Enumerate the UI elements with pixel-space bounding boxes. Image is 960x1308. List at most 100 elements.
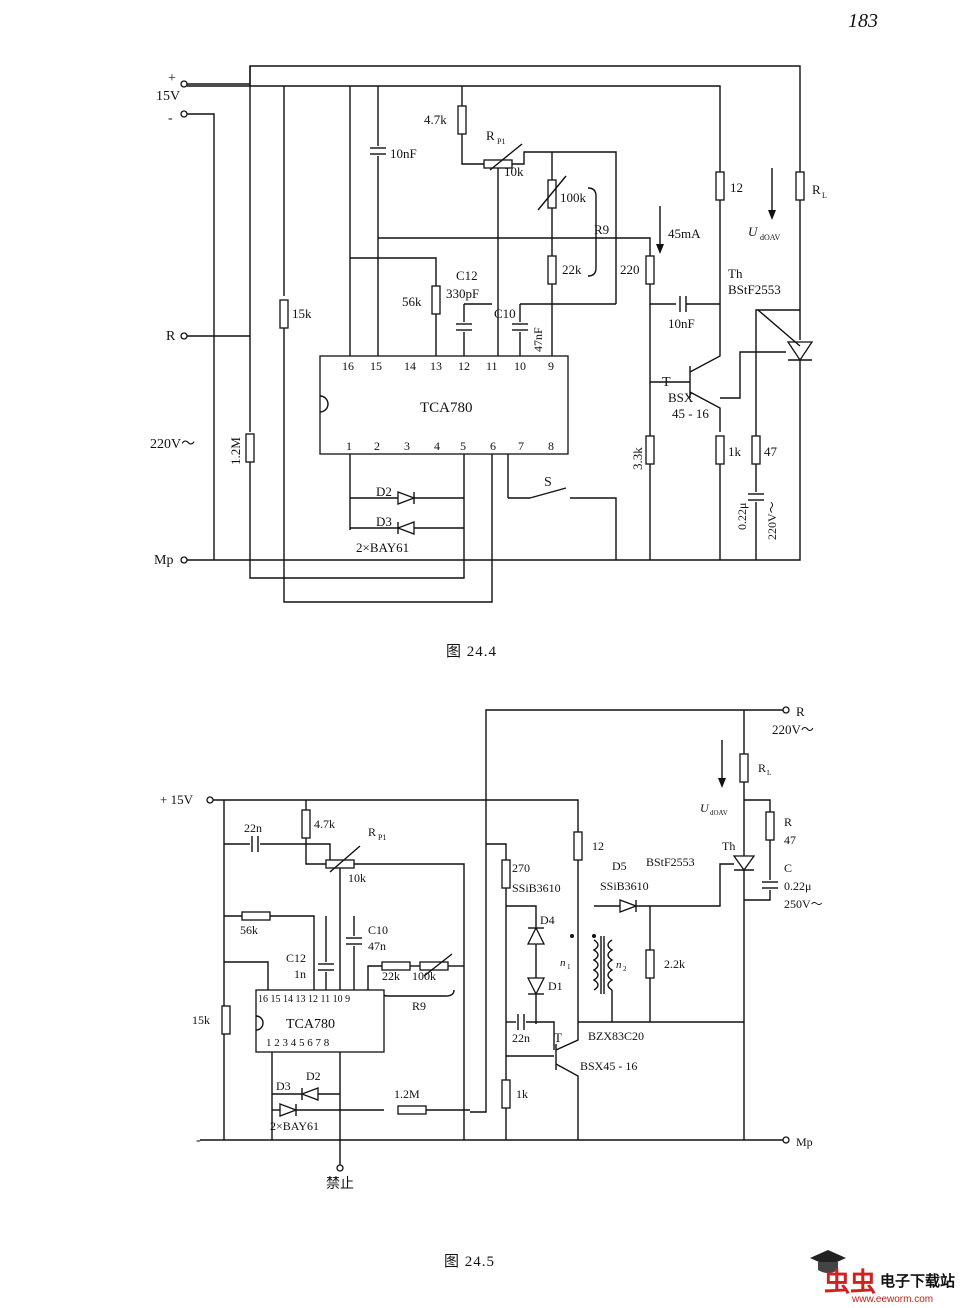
f1-r-terminal: R (166, 329, 176, 344)
f1-pin: 11 (486, 359, 498, 373)
f2-ic-pins-bottom: 1 2 3 4 5 6 7 8 (266, 1037, 330, 1049)
f1-r9: R9 (594, 222, 609, 237)
f1-minus: - (168, 111, 173, 126)
f2-r-47: 47 (784, 833, 796, 847)
f1-pin: 9 (548, 359, 554, 373)
f1-pin: 13 (430, 359, 442, 373)
f2-th-type: BStF2553 (646, 855, 695, 869)
f2-d1: D1 (548, 979, 563, 993)
f1-r-100k: 100k (560, 190, 587, 205)
f1-ac2: 220V～ (765, 501, 779, 540)
f1-pin: 2 (374, 439, 380, 453)
watermark-url: www.eeworm.com (852, 1294, 934, 1305)
f1-c12: C12 (456, 268, 478, 283)
f1-c-022: 0.22μ (735, 503, 749, 530)
f1-r-15k: 15k (292, 306, 312, 321)
f1-pin: 16 (342, 359, 354, 373)
watermark-site-name: 电子下载站 (880, 1273, 956, 1290)
f2-zener: BZX83C20 (588, 1029, 644, 1043)
f2-c: C (784, 861, 792, 875)
f1-c-10nf-b: 10nF (668, 316, 695, 331)
f2-rl: R (758, 761, 766, 775)
f2-mp: Mp (796, 1135, 813, 1149)
f1-d3: D3 (376, 514, 392, 529)
f2-c12: C12 (286, 951, 306, 965)
f1-t-type2: 45 - 16 (672, 406, 709, 421)
f2-r-4-7k: 4.7k (314, 817, 335, 831)
f1-th-type: BStF2553 (728, 282, 781, 297)
f2-c-022: 0.22μ (784, 879, 811, 893)
f1-udav: U (748, 224, 759, 239)
f2-r-1k: 1k (516, 1087, 528, 1101)
f1-rp1-val: 10k (504, 164, 524, 179)
f2-r-22k: 22k (382, 969, 400, 983)
figure-caption-24-5: 图 24.5 (444, 1254, 496, 1270)
f2-c12-val: 1n (294, 967, 306, 981)
f1-r-1-2m: 1.2M (228, 437, 243, 465)
f1-udav-sub: dOAV (760, 233, 781, 242)
f2-udav-sub: dOAV (710, 809, 728, 817)
f2-t-type: BSX45 - 16 (580, 1059, 637, 1073)
watermark-logo: 虫虫 (824, 1267, 877, 1297)
f1-pin: 14 (404, 359, 416, 373)
f1-t: T (662, 375, 671, 390)
f2-supply: + 15V (160, 792, 194, 807)
f2-udav: U (700, 801, 710, 815)
f1-pin: 10 (514, 359, 526, 373)
f2-r-1-2m: 1.2M (394, 1087, 420, 1101)
f1-pin: 7 (518, 439, 524, 453)
f1-pin: 6 (490, 439, 496, 453)
f1-plus: + (168, 71, 176, 86)
figure-caption-24-4: 图 24.4 (446, 644, 498, 660)
f1-c-10nf: 10nF (390, 146, 417, 161)
f1-pin: 12 (458, 359, 470, 373)
f1-r-1k: 1k (728, 444, 742, 459)
f1-r-4-7k: 4.7k (424, 112, 447, 127)
f1-d2: D2 (376, 484, 392, 499)
f1-rl: R (812, 182, 821, 197)
f2-ic-pins-top: 16 15 14 13 12 11 10 9 (258, 994, 350, 1005)
f1-r-47: 47 (764, 444, 778, 459)
f1-ic-name: TCA780 (420, 400, 473, 416)
f1-pin: 8 (548, 439, 554, 453)
f2-r-15k: 15k (192, 1013, 210, 1027)
f2-diodes: 2×BAY61 (270, 1119, 319, 1133)
f1-ac: 220V～ (150, 437, 195, 452)
f1-rl-sub: L (822, 191, 827, 200)
f1-pin: 1 (346, 439, 352, 453)
f2-d4-type: SSiB3610 (512, 881, 561, 895)
f2-r-56k: 56k (240, 923, 258, 937)
f1-r-56k: 56k (402, 294, 422, 309)
f2-minus: - (196, 1133, 201, 1148)
f2-c-250v: 250V～ (784, 897, 823, 911)
f1-rp1-sub: P1 (497, 137, 505, 146)
f2-d4: D4 (540, 913, 555, 927)
f2-r-12: 12 (592, 839, 604, 853)
f2-r-terminal: R (796, 704, 805, 719)
f2-inhibit: 禁止 (326, 1176, 354, 1192)
figure-24-4 (180, 65, 814, 603)
f1-supply: 15V (156, 89, 180, 104)
f2-c10-val: 47n (368, 939, 386, 953)
f2-d3: D3 (276, 1079, 291, 1093)
f2-th: Th (722, 839, 735, 853)
f2-n2: n (616, 959, 622, 971)
f2-t: T (554, 1030, 562, 1045)
f2-n1-sub: 1 (567, 963, 571, 971)
f1-switch: S (544, 475, 552, 490)
f1-r-220: 220 (620, 262, 640, 277)
f2-c-22n-b: 22n (512, 1031, 530, 1045)
f2-r-270: 270 (512, 861, 530, 875)
f1-pin: 15 (370, 359, 382, 373)
f1-t-type1: BSX (668, 390, 694, 405)
f2-d5-type: SSiB3610 (600, 879, 649, 893)
f2-n1: n (560, 957, 566, 969)
f2-ac: 220V～ (772, 722, 814, 737)
f1-i-45ma: 45mA (668, 226, 701, 241)
figure-24-5 (200, 706, 790, 1172)
f1-r-12: 12 (730, 180, 743, 195)
f2-rp1: R (368, 825, 376, 839)
f1-rp1: R (486, 128, 495, 143)
f2-r-2-2k: 2.2k (664, 957, 685, 971)
